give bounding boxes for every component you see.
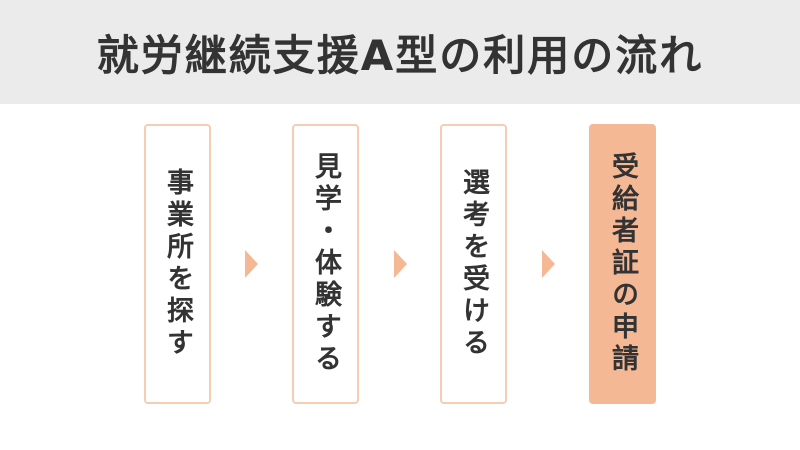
step-3-label: 選考を受ける xyxy=(458,168,489,360)
step-4-label: 受給者証の申請 xyxy=(607,152,638,376)
page-title: 就労継続支援A型の利用の流れ xyxy=(96,30,704,80)
step-3-box: 選考を受ける xyxy=(440,124,507,404)
arrow-right-icon xyxy=(245,250,258,278)
step-4-box: 受給者証の申請 xyxy=(589,124,656,404)
step-1-label: 事業所を探す xyxy=(162,168,193,360)
step-2-label: 見学・体験する xyxy=(310,152,341,376)
title-banner: 就労継続支援A型の利用の流れ xyxy=(0,0,800,104)
arrow-right-icon xyxy=(394,250,407,278)
step-2-box: 見学・体験する xyxy=(292,124,359,404)
step-1-box: 事業所を探す xyxy=(144,124,211,404)
arrow-right-icon xyxy=(542,250,555,278)
